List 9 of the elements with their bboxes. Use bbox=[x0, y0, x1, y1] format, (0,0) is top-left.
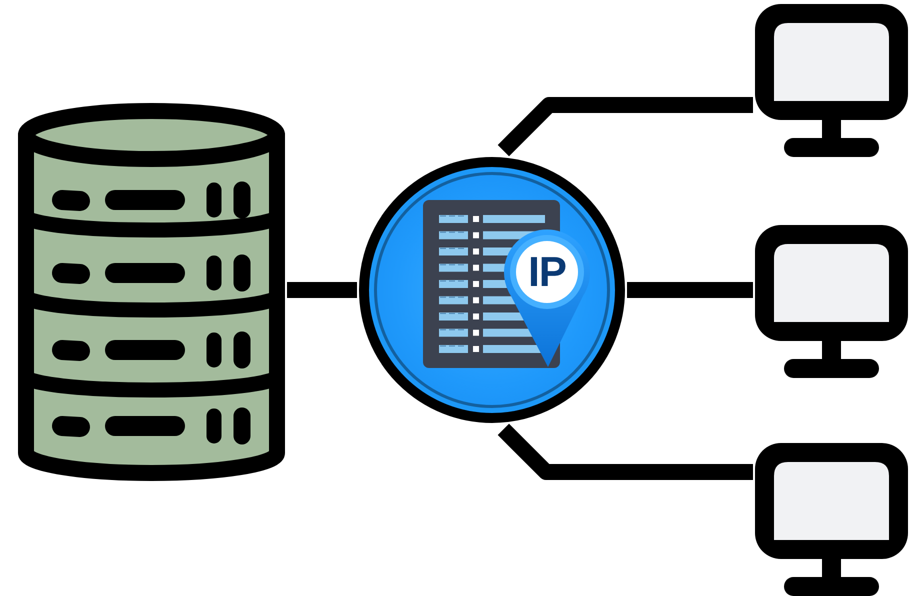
pin-label: IP bbox=[528, 251, 566, 293]
computer-monitor bbox=[755, 225, 908, 378]
connector-line bbox=[498, 97, 753, 156]
connector-line bbox=[498, 424, 753, 480]
connector-line bbox=[627, 282, 753, 298]
connector-line bbox=[287, 282, 357, 298]
computer-monitor bbox=[755, 443, 908, 596]
computer-monitor bbox=[755, 4, 908, 157]
database-server bbox=[18, 103, 285, 481]
